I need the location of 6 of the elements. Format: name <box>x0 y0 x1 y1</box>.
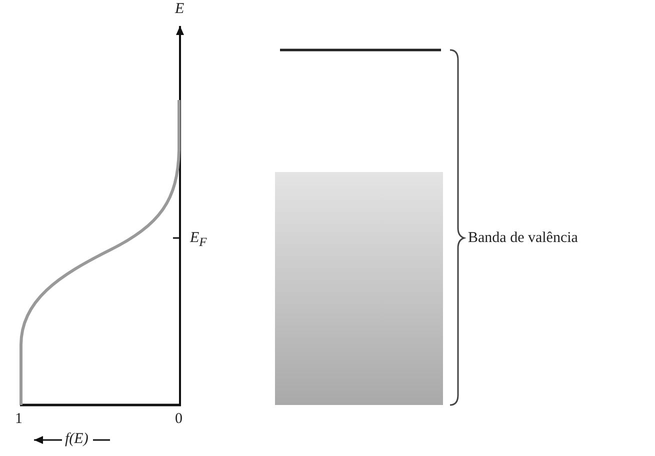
axis-label: E <box>175 2 184 17</box>
axis-label: f(E) <box>65 432 88 447</box>
axis-label: E$_{F}$ <box>190 231 207 248</box>
tick-label: 1 <box>15 412 22 427</box>
tick-label: 0 <box>175 412 182 427</box>
band-label: Banda de valência <box>468 231 578 246</box>
